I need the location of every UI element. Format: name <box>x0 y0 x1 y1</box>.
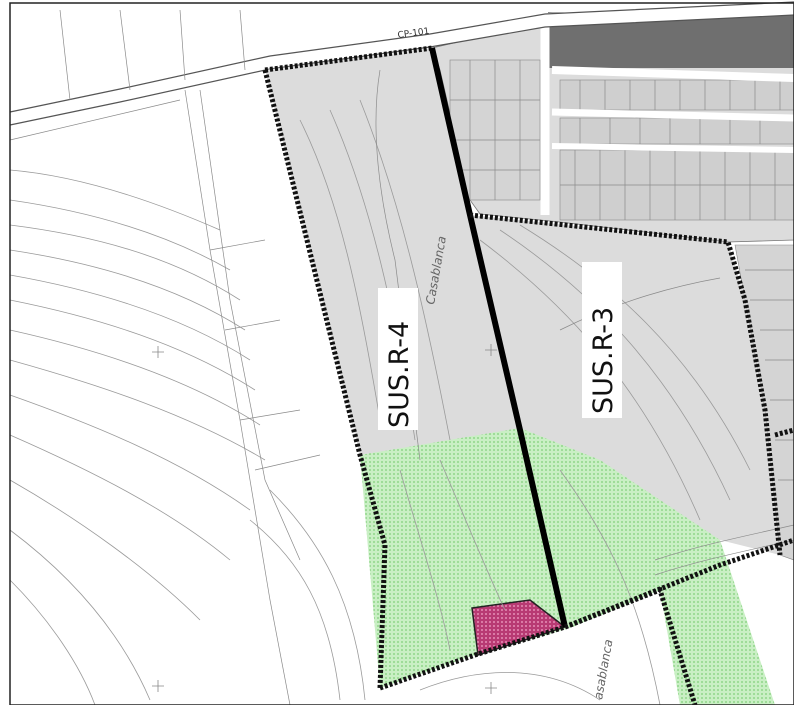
sector-r4-area <box>265 48 520 455</box>
road-code-label: CP-101 <box>397 27 430 41</box>
sector-r3-label: SUS.R-3 <box>588 307 619 414</box>
sector-r4-label: SUS.R-4 <box>384 321 415 428</box>
streets <box>540 22 794 215</box>
sector-boundaries <box>262 45 794 705</box>
survey-markers <box>152 344 497 694</box>
green-zone <box>360 428 775 705</box>
urban-blocks <box>431 7 794 561</box>
map-border <box>9 2 794 705</box>
sector-r4-label-bg <box>378 288 418 430</box>
parcel-lines <box>9 9 794 705</box>
sector-r3-label-bg <box>582 262 622 418</box>
